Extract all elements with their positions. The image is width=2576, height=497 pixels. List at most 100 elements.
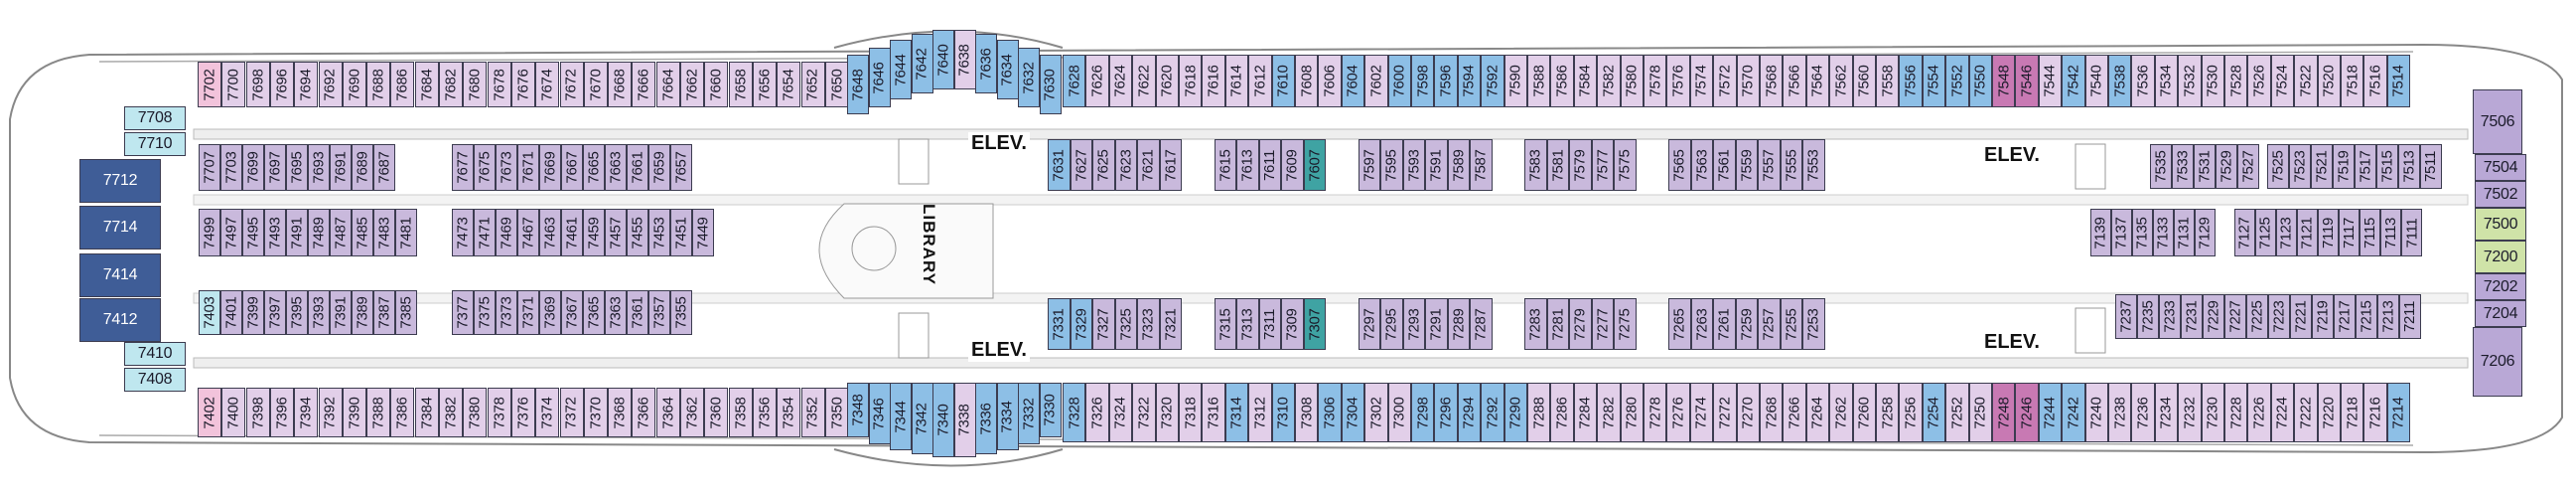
cabin-7370[interactable]: 7370 [583, 388, 608, 437]
cabin-7690[interactable]: 7690 [342, 62, 366, 107]
cabin-7555[interactable]: 7555 [1780, 139, 1802, 191]
cabin-7221[interactable]: 7221 [2290, 294, 2312, 339]
cabin-7463[interactable]: 7463 [539, 209, 561, 256]
cabin-7612[interactable]: 7612 [1248, 55, 1272, 107]
cabin-7593[interactable]: 7593 [1402, 139, 1425, 191]
cabin-7693[interactable]: 7693 [308, 144, 330, 191]
cabin-7242[interactable]: 7242 [2062, 383, 2085, 442]
cabin-7600[interactable]: 7600 [1387, 55, 1411, 107]
cabin-7323[interactable]: 7323 [1137, 298, 1160, 350]
cabin-7481[interactable]: 7481 [395, 209, 417, 256]
cabin-7133[interactable]: 7133 [2153, 209, 2174, 256]
cabin-7229[interactable]: 7229 [2203, 294, 2224, 339]
cabin-7455[interactable]: 7455 [627, 209, 648, 256]
cabin-7216[interactable]: 7216 [2363, 383, 2387, 442]
cabin-7587[interactable]: 7587 [1470, 139, 1493, 191]
cabin-7584[interactable]: 7584 [1573, 55, 1598, 107]
cabin-7287[interactable]: 7287 [1470, 298, 1493, 350]
cabin-7616[interactable]: 7616 [1202, 55, 1225, 107]
cabin-7608[interactable]: 7608 [1295, 55, 1319, 107]
cabin-7544[interactable]: 7544 [2038, 55, 2063, 107]
cabin-7589[interactable]: 7589 [1447, 139, 1470, 191]
cabin-7387[interactable]: 7387 [373, 290, 395, 335]
cabin-7606[interactable]: 7606 [1318, 55, 1342, 107]
cabin-7414[interactable]: 7414 [79, 253, 161, 297]
cabin-7659[interactable]: 7659 [648, 144, 670, 191]
cabin-7296[interactable]: 7296 [1434, 383, 1458, 442]
cabin-7703[interactable]: 7703 [220, 144, 242, 191]
cabin-7674[interactable]: 7674 [535, 62, 560, 107]
cabin-7572[interactable]: 7572 [1713, 55, 1737, 107]
cabin-7399[interactable]: 7399 [242, 290, 264, 335]
cabin-7408[interactable]: 7408 [124, 368, 186, 392]
cabin-7602[interactable]: 7602 [1364, 55, 1388, 107]
cabin-7338[interactable]: 7338 [953, 383, 976, 457]
cabin-7534[interactable]: 7534 [2154, 55, 2179, 107]
cabin-7694[interactable]: 7694 [294, 62, 319, 107]
cabin-7374[interactable]: 7374 [535, 388, 560, 437]
cabin-7625[interactable]: 7625 [1092, 139, 1115, 191]
cabin-7352[interactable]: 7352 [800, 388, 825, 437]
cabin-7295[interactable]: 7295 [1380, 298, 1403, 350]
cabin-7691[interactable]: 7691 [330, 144, 352, 191]
cabin-7215[interactable]: 7215 [2356, 294, 2377, 339]
cabin-7217[interactable]: 7217 [2334, 294, 2356, 339]
cabin-7652[interactable]: 7652 [800, 62, 825, 107]
cabin-7661[interactable]: 7661 [627, 144, 648, 191]
cabin-7686[interactable]: 7686 [390, 62, 415, 107]
cabin-7223[interactable]: 7223 [2268, 294, 2290, 339]
cabin-7562[interactable]: 7562 [1829, 55, 1853, 107]
cabin-7642[interactable]: 7642 [911, 34, 933, 93]
cabin-7656[interactable]: 7656 [752, 62, 777, 107]
cabin-7111[interactable]: 7111 [2401, 209, 2422, 256]
cabin-7676[interactable]: 7676 [510, 62, 535, 107]
cabin-7518[interactable]: 7518 [2341, 55, 2364, 107]
cabin-7559[interactable]: 7559 [1735, 139, 1758, 191]
cabin-7487[interactable]: 7487 [330, 209, 352, 256]
cabin-7365[interactable]: 7365 [583, 290, 605, 335]
cabin-7396[interactable]: 7396 [269, 388, 294, 437]
cabin-7591[interactable]: 7591 [1425, 139, 1448, 191]
cabin-7366[interactable]: 7366 [632, 388, 656, 437]
cabin-7588[interactable]: 7588 [1527, 55, 1551, 107]
cabin-7238[interactable]: 7238 [2108, 383, 2132, 442]
cabin-7390[interactable]: 7390 [342, 388, 366, 437]
cabin-7532[interactable]: 7532 [2178, 55, 2202, 107]
cabin-7678[interactable]: 7678 [487, 62, 511, 107]
cabin-7119[interactable]: 7119 [2318, 209, 2339, 256]
cabin-7506[interactable]: 7506 [2473, 89, 2522, 154]
cabin-7219[interactable]: 7219 [2312, 294, 2334, 339]
cabin-7292[interactable]: 7292 [1481, 383, 1504, 442]
cabin-7302[interactable]: 7302 [1364, 383, 1388, 442]
cabin-7307[interactable]: 7307 [1303, 298, 1326, 350]
cabin-7517[interactable]: 7517 [2355, 144, 2376, 189]
cabin-7377[interactable]: 7377 [452, 290, 474, 335]
cabin-7511[interactable]: 7511 [2420, 144, 2442, 189]
cabin-7471[interactable]: 7471 [474, 209, 496, 256]
cabin-7386[interactable]: 7386 [390, 388, 415, 437]
cabin-7586[interactable]: 7586 [1550, 55, 1574, 107]
cabin-7529[interactable]: 7529 [2216, 144, 2237, 189]
cabin-7308[interactable]: 7308 [1295, 383, 1319, 442]
cabin-7558[interactable]: 7558 [1876, 55, 1900, 107]
cabin-7327[interactable]: 7327 [1092, 298, 1115, 350]
cabin-7258[interactable]: 7258 [1876, 383, 1900, 442]
cabin-7288[interactable]: 7288 [1527, 383, 1551, 442]
cabin-7527[interactable]: 7527 [2237, 144, 2259, 189]
cabin-7236[interactable]: 7236 [2131, 383, 2155, 442]
cabin-7504[interactable]: 7504 [2475, 154, 2526, 181]
cabin-7483[interactable]: 7483 [373, 209, 395, 256]
cabin-7692[interactable]: 7692 [318, 62, 343, 107]
cabin-7597[interactable]: 7597 [1358, 139, 1380, 191]
cabin-7246[interactable]: 7246 [2015, 383, 2039, 442]
cabin-7276[interactable]: 7276 [1666, 383, 1690, 442]
cabin-7453[interactable]: 7453 [648, 209, 670, 256]
cabin-7650[interactable]: 7650 [824, 62, 849, 107]
cabin-7310[interactable]: 7310 [1271, 383, 1295, 442]
cabin-7125[interactable]: 7125 [2255, 209, 2276, 256]
cabin-7457[interactable]: 7457 [605, 209, 627, 256]
cabin-7563[interactable]: 7563 [1690, 139, 1713, 191]
cabin-7389[interactable]: 7389 [352, 290, 373, 335]
cabin-7522[interactable]: 7522 [2294, 55, 2318, 107]
cabin-7278[interactable]: 7278 [1644, 383, 1667, 442]
